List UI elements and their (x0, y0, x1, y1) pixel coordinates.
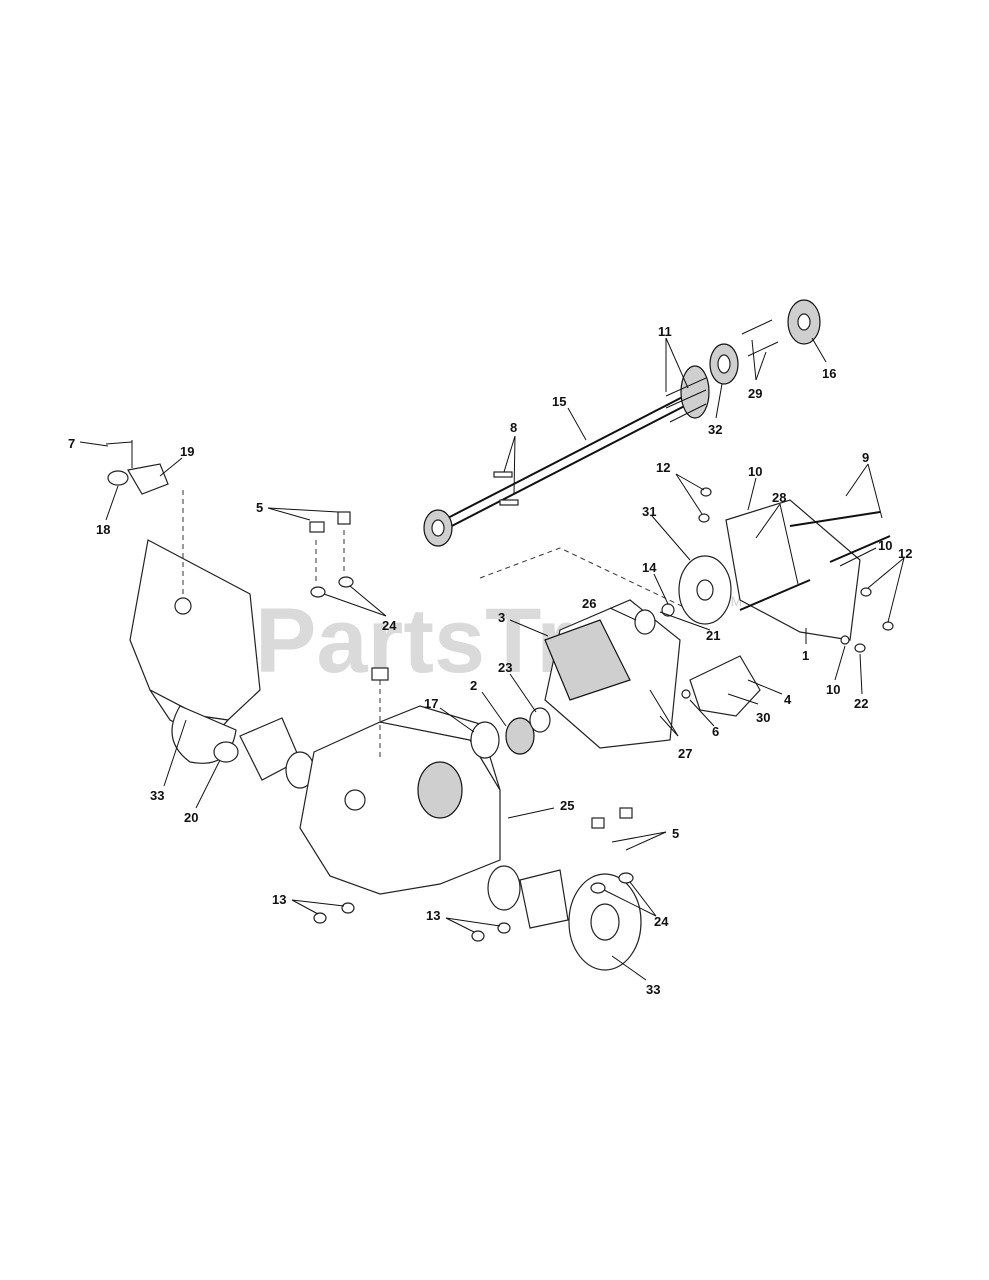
callout-12-top: 12 (656, 460, 670, 475)
mounting-plate-part (129, 490, 261, 764)
callout-12-right: 12 (898, 546, 912, 561)
cooling-fan-part (678, 555, 732, 625)
shaft-coupler-part (665, 365, 710, 423)
callout-33-right: 33 (646, 982, 660, 997)
callout-29: 29 (748, 386, 762, 401)
callout-9: 9 (862, 450, 869, 465)
callout-3: 3 (498, 610, 505, 625)
callout-labels: 1 2 3 4 5 5 6 7 8 9 10 10 10 11 12 12 13… (68, 324, 912, 997)
hydro-pump-part (479, 547, 691, 749)
callout-16: 16 (822, 366, 836, 381)
callout-20: 20 (184, 810, 198, 825)
callout-1: 1 (802, 648, 809, 663)
callout-13-right: 13 (426, 908, 440, 923)
callout-10-top: 10 (748, 464, 762, 479)
callout-5-top: 5 (256, 500, 263, 515)
callout-8: 8 (510, 420, 517, 435)
callout-26: 26 (582, 596, 596, 611)
callout-24-bottom: 24 (654, 914, 669, 929)
callout-23: 23 (498, 660, 512, 675)
callout-33-left: 33 (150, 788, 164, 803)
left-hub-part (213, 717, 315, 789)
callout-27: 27 (678, 746, 692, 761)
callout-5-bottom: 5 (672, 826, 679, 841)
callout-30: 30 (756, 710, 770, 725)
callout-7: 7 (68, 436, 75, 451)
bracket-part (689, 655, 761, 717)
callout-4: 4 (784, 692, 792, 707)
callout-32: 32 (708, 422, 722, 437)
callout-2: 2 (470, 678, 477, 693)
transaxle-housing-part (299, 667, 501, 895)
frame-bracket-part (725, 499, 891, 641)
callout-22: 22 (854, 696, 868, 711)
callout-10-bottom: 10 (826, 682, 840, 697)
callout-11: 11 (658, 324, 672, 339)
callout-31: 31 (642, 504, 656, 519)
callout-6: 6 (712, 724, 719, 739)
callout-10-right: 10 (878, 538, 892, 553)
right-hub-part (487, 865, 569, 929)
callout-24-top: 24 (382, 618, 397, 633)
callout-28: 28 (772, 490, 786, 505)
callout-25: 25 (560, 798, 574, 813)
callout-17: 17 (424, 696, 438, 711)
flange-part (741, 299, 821, 357)
right-disc-part (568, 873, 642, 971)
callout-18: 18 (96, 522, 110, 537)
drive-shaft-part (423, 387, 705, 547)
callout-21: 21 (706, 628, 720, 643)
callout-13-left: 13 (272, 892, 286, 907)
callout-14: 14 (642, 560, 657, 575)
callout-19: 19 (180, 444, 194, 459)
coupling-disc-part (709, 343, 739, 385)
callout-leaders (79, 337, 905, 981)
gear-seal-part (470, 699, 577, 759)
callout-15: 15 (552, 394, 566, 409)
cable-end-part (105, 440, 169, 495)
